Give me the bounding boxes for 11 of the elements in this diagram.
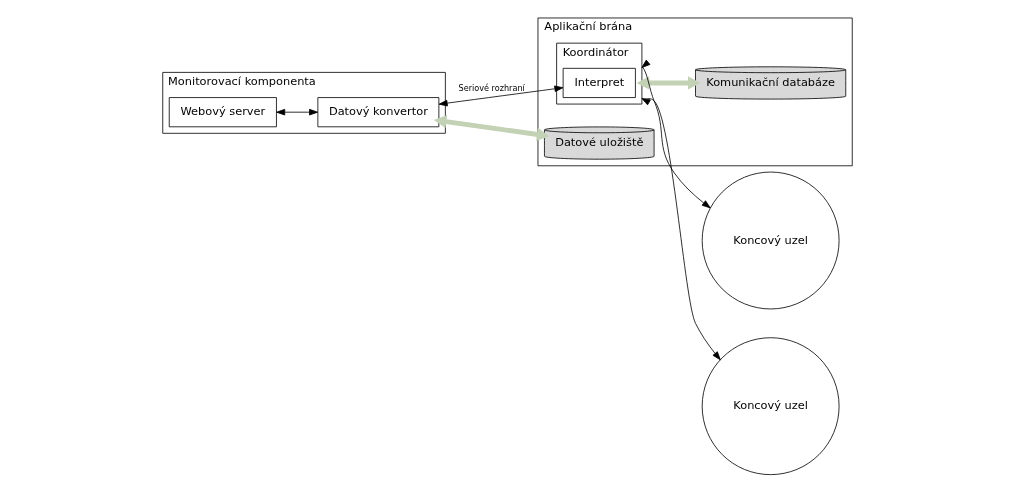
- arrow: [636, 76, 701, 90]
- arrow: [641, 59, 711, 209]
- arrow: [438, 85, 564, 107]
- arrow: [433, 115, 550, 141]
- node-circle: Koncový uzel: [701, 337, 840, 476]
- edge-label: Seriové rozhraní: [458, 83, 525, 94]
- node-box: Webový server: [168, 97, 277, 128]
- node-box: Datový konvertor: [317, 97, 440, 128]
- arrow: [641, 97, 721, 361]
- node-box: Interpret: [562, 67, 636, 98]
- arrow: [276, 108, 319, 116]
